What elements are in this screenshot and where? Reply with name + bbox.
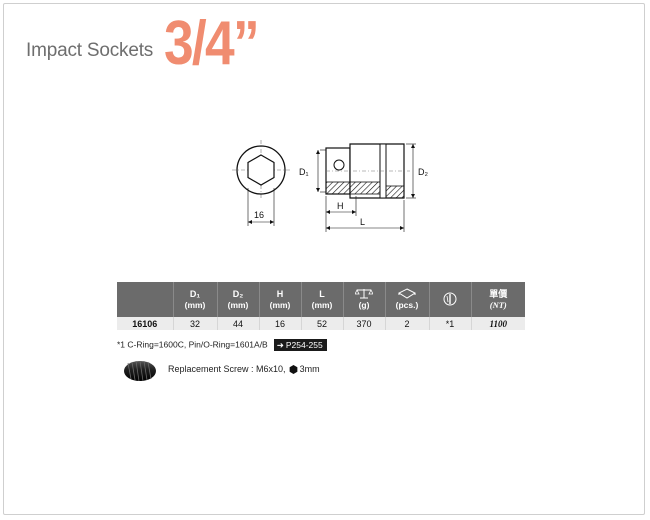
cell-d2: 44 [217,317,260,330]
screw-label: Replacement Screw : M6x10, [168,364,286,374]
socket-side-view: D₁ D₂ [299,143,428,232]
cell-weight: 370 [343,317,386,330]
col-header-d1: D₁ (mm) [173,282,218,317]
page-ref-link[interactable]: ➜P254-255 [273,339,327,351]
cell-pieces: 2 [385,317,430,330]
cell-pin-ring: *1 [429,317,472,330]
h-label: H [337,201,344,211]
package-icon [398,288,416,299]
cell-price: 1100 [471,317,525,330]
page-ref-label: P254-255 [285,340,323,350]
hex-key-icon [289,365,297,375]
hex-size: 3mm [299,364,320,374]
replacement-screw-note: Replacement Screw : M6x10, 3mm [168,364,320,375]
title-subtitle: Impact Sockets [26,40,154,61]
l-label: L [360,217,365,227]
spec-table: D₁ (mm) D₂ (mm) H (mm) L (mm) [117,282,525,330]
cell-code: 16106 [117,317,174,330]
arrow-right-icon: ➜ [276,340,284,350]
scale-icon [355,289,373,299]
pin-ring-icon [443,292,457,306]
footnote: *1 C-Ring=1600C, Pin/O-Ring=1601A/B ➜P254… [117,339,327,351]
cell-d1: 32 [173,317,218,330]
table-header-row: D₁ (mm) D₂ (mm) H (mm) L (mm) [117,282,525,317]
socket-diagram: 16 D₁ [226,130,442,242]
col-header-pin-ring [429,282,472,317]
cell-l: 52 [301,317,344,330]
col-header-price: 單價 (NT) [471,282,525,317]
col-header-code [117,282,174,317]
col-header-weight: (g) [343,282,386,317]
page-frame [3,3,645,515]
d2-label: D₂ [418,167,428,177]
socket-end-view: 16 [232,140,290,226]
d1-label: D₁ [299,167,309,177]
col-header-h: H (mm) [259,282,302,317]
col-header-pieces: (pcs.) [385,282,430,317]
set-screw-image [124,360,156,382]
col-header-d2: D₂ (mm) [217,282,260,317]
title-size: 3/4” [164,9,260,78]
col-header-l: L (mm) [301,282,344,317]
footnote-text: *1 C-Ring=1600C, Pin/O-Ring=1601A/B [117,339,268,350]
hex-size-label: 16 [254,210,264,220]
table-row: 16106 32 44 16 52 370 2 *1 1100 [117,317,525,330]
cell-h: 16 [259,317,302,330]
